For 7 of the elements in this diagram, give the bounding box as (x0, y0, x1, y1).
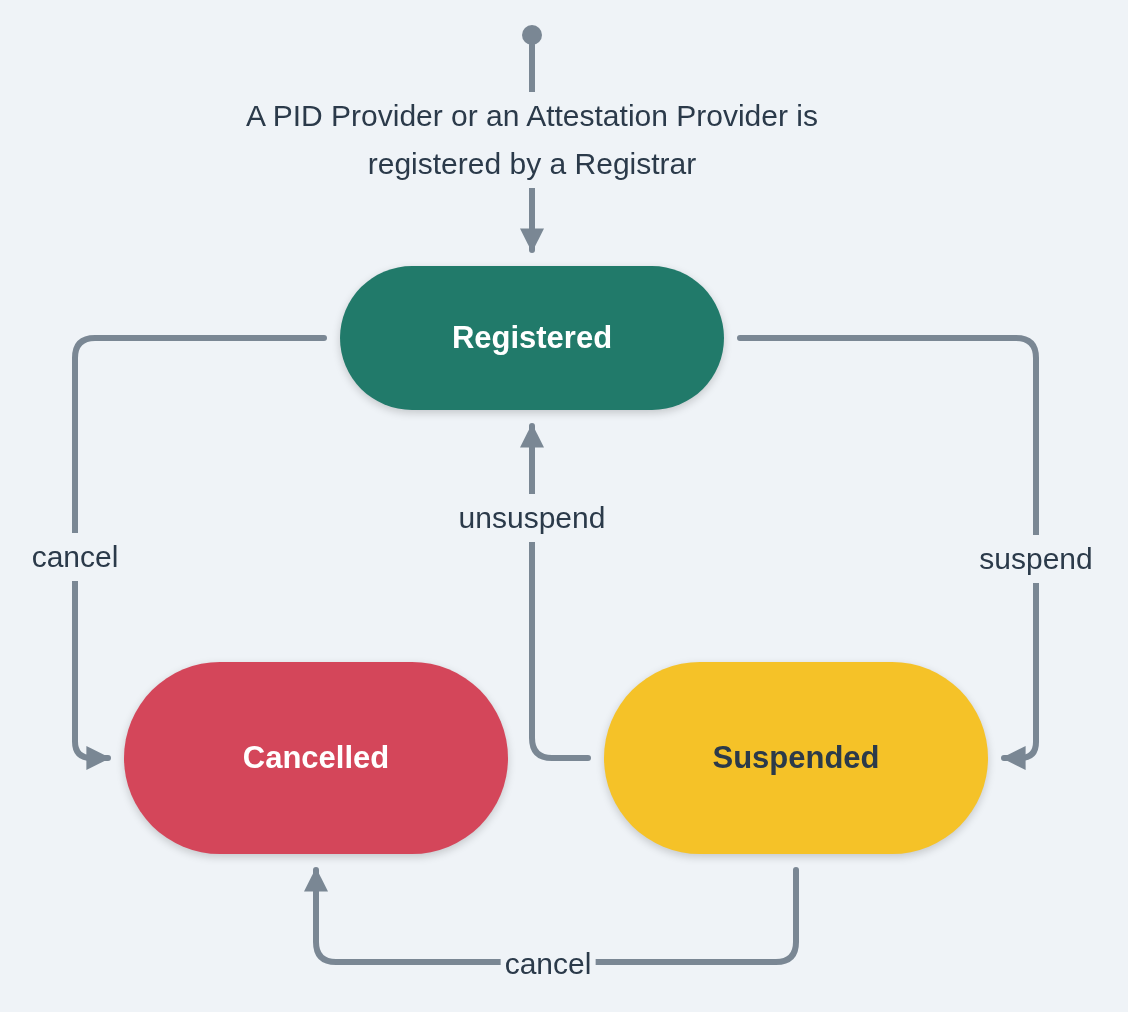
arrow (520, 423, 591, 761)
arrow (737, 335, 1039, 770)
arrow (72, 335, 327, 770)
state-label: Registered (451, 320, 613, 356)
start-dot (522, 25, 542, 45)
state-label: Cancelled (242, 740, 390, 776)
state-label: Suspended (712, 740, 880, 776)
